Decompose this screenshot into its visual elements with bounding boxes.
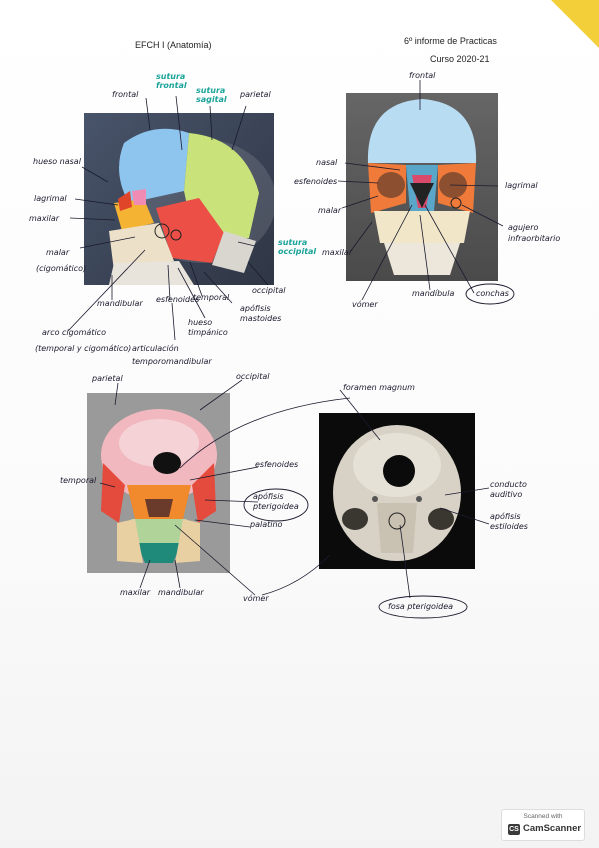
label-malar-front: malar	[318, 206, 342, 215]
label-mandibular-inferior: mandibular	[158, 588, 204, 597]
label-maxilar-front: maxilar	[322, 248, 353, 257]
label-fosa-pterigoidea: fosa pterigoidea	[388, 602, 454, 611]
label-sutura-occipital: sutura occipital	[278, 238, 317, 256]
label-esfenoides-inferior: esfenoides	[255, 460, 299, 469]
label-lagrimal: lagrimal	[34, 194, 67, 203]
label-arco-cigomatico: arco cigomático	[42, 328, 106, 337]
label-conchas: conchas	[476, 289, 509, 298]
label-parietal: parietal	[240, 90, 271, 99]
page-corner-fold	[551, 0, 599, 48]
camscanner-stamp: Scanned with CS CamScanner	[501, 809, 585, 841]
label-articulacion: articulación temporomandibular	[132, 344, 212, 366]
real-skull-drawing	[333, 425, 461, 561]
label-hueso-nasal: hueso nasal	[33, 157, 81, 166]
label-maxilar-inferior: maxilar	[120, 588, 151, 597]
label-parietal-inferior: parietal	[92, 374, 123, 383]
label-frontal-front: frontal	[409, 71, 436, 80]
lateral-skull-drawing	[109, 128, 274, 285]
label-agujero-infraorbitario: agujero infraorbitario	[508, 223, 561, 243]
label-arco-note: (temporal y cigomático)	[35, 344, 132, 353]
label-mandibula: mandíbula	[412, 289, 455, 298]
label-temporal-inferior: temporal	[60, 476, 97, 485]
label-hueso-timpanico: hueso timpánico	[188, 318, 228, 337]
stamp-brand: CamScanner	[523, 823, 582, 834]
real-skull-photo	[319, 413, 475, 569]
label-palatino: palatino	[250, 520, 283, 529]
label-apofisis-estiloides: apófisis estiloides	[490, 512, 528, 531]
label-sutura-sagital: sutura sagital	[196, 86, 227, 104]
label-temporal-lateral: temporal	[193, 293, 230, 302]
course-title: EFCH I (Anatomía)	[135, 40, 212, 50]
label-apofisis-pterigoidea: apófisis pterigoidea	[253, 492, 299, 511]
label-esfenoides-lateral: esfenoides	[156, 295, 200, 304]
frontal-skull-drawing	[367, 99, 477, 275]
label-lagrimal-front: lagrimal	[505, 181, 538, 190]
label-esfenoides-front: esfenoides	[294, 177, 338, 186]
label-maxilar: maxilar	[29, 214, 60, 223]
label-vomer-front: vómer	[352, 300, 378, 309]
label-apofisis-mastoides: apófisis mastoides	[240, 304, 282, 323]
course-year: Curso 2020-21	[430, 54, 490, 64]
label-malar: malar	[46, 248, 70, 257]
label-conducto-auditivo: conducto auditivo	[490, 480, 527, 499]
label-nasal: nasal	[316, 158, 338, 167]
label-cigomatico: (cigomático)	[36, 264, 87, 273]
report-title: 6º informe de Practicas	[404, 36, 497, 46]
inferior-skull-photo	[87, 393, 230, 573]
camscanner-logo-icon: CS	[508, 824, 520, 835]
label-vomer-inferior: vómer	[243, 594, 269, 603]
frontal-skull-photo	[346, 93, 498, 281]
label-frontal: frontal	[112, 90, 139, 99]
stamp-scanned-with: Scanned with	[523, 813, 563, 820]
label-foramen-magnum: foramen magnum	[343, 383, 415, 392]
label-mandibular-lateral: mandibular	[97, 299, 143, 308]
label-sutura-frontal: sutura frontal	[156, 72, 187, 90]
inferior-skull-drawing	[101, 409, 217, 563]
lateral-skull-photo	[84, 113, 274, 285]
label-occipital-inferior: occipital	[236, 372, 270, 381]
label-occipital-lateral: occipital	[252, 286, 286, 295]
